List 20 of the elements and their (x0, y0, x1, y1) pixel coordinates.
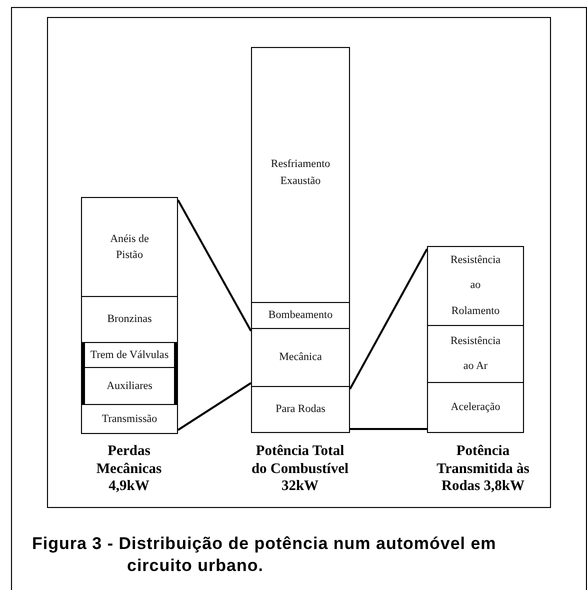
connector-line (177, 200, 252, 332)
column-heading: Potência Transmitida às Rodas 3,8kW (436, 443, 530, 496)
component-box: Transmissão (81, 404, 178, 434)
column-heading: Perdas Mecânicas 4,9kW (95, 443, 163, 496)
component-box: Bombeamento (251, 302, 350, 329)
column-heading: Potência Total do Combustível 32kW (250, 443, 350, 496)
component-box: Auxiliares (81, 367, 178, 405)
figure-caption: Figura 3 - Distribuição de potência num automóvel em circuito urbano. (32, 533, 498, 578)
component-box: Trem de Válvulas (81, 342, 178, 368)
component-box: Resfriamento Exaustão (251, 47, 350, 303)
connector-line (350, 428, 427, 430)
component-box: Bronzinas (81, 296, 178, 343)
component-box: Mecânica (251, 328, 350, 387)
component-box: Resistência ao Rolamento (427, 246, 524, 326)
connector-line (349, 248, 428, 390)
component-box: Aceleração (427, 382, 524, 433)
component-box: Anéis de Pistão (81, 197, 178, 297)
connector-line (177, 382, 252, 431)
component-box: Resistência ao Ar (427, 325, 524, 383)
component-box: Para Rodas (251, 386, 350, 433)
